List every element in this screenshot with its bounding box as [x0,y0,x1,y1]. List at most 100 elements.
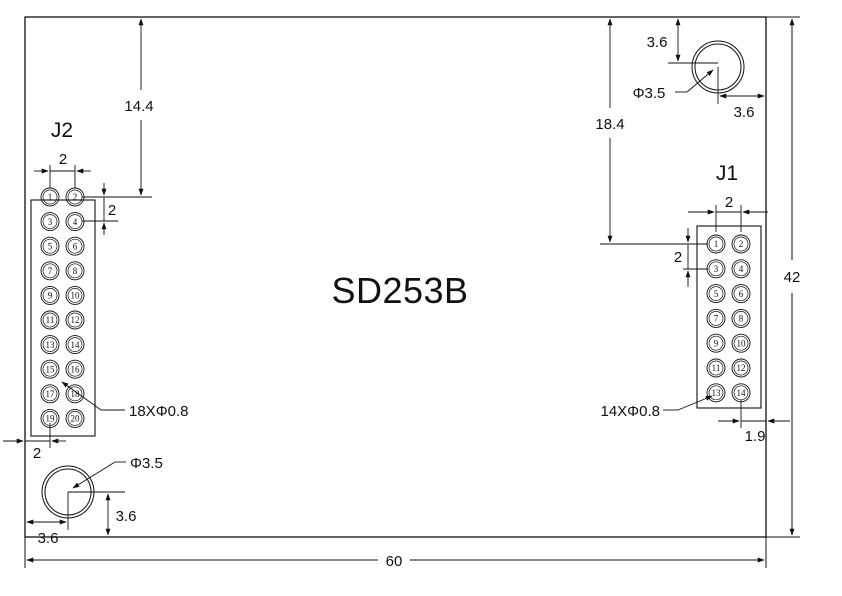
j1-pin-2: 2 [731,234,751,254]
j2-pin-2: 2 [65,187,85,207]
j2-pin-13: 13 [40,335,60,355]
j1-pin-label: 11 [712,363,721,373]
j2-pin-label: 11 [46,315,55,325]
top-right-hole-right-offset-label: 3.6 [734,104,755,121]
j2-pin-label: 4 [73,217,78,227]
j1-hole-leader [663,395,713,411]
j2-pin-label: 13 [46,340,56,350]
j2-pin-1: 1 [40,187,60,207]
bottom-left-hole-left-offset-label: 3.6 [38,530,59,547]
j1-pin-6: 6 [731,284,751,304]
j1-pin-label: 12 [737,363,746,373]
j2-pin-12: 12 [65,310,85,330]
j2-pitch-label: 2 [59,151,67,168]
j2-pin-label: 17 [46,389,56,399]
j1-pitch-label: 2 [725,194,733,211]
j1-label: J1 [716,162,738,185]
j1-pin-10: 10 [731,333,751,353]
width-dimension [24,537,767,568]
j1-housing [696,225,762,409]
j2-pin-label: 1 [48,192,53,202]
j1-pin-14: 14 [731,383,751,403]
j1-pin-11: 11 [706,358,726,378]
height-dimension [766,16,800,538]
j2-pin-11: 11 [40,310,60,330]
j1-row-pitch-label: 2 [674,249,682,266]
j1-right-offset-label: 1.9 [745,428,766,445]
j2-edge-offset-label: 2 [33,445,41,462]
j2-pin-label: 16 [71,364,81,374]
j2-pin-7: 7 [40,261,60,281]
j1-row-pitch-dimension [683,228,708,287]
j2-edge-offset-dimension [3,423,66,448]
j1-pin-3: 3 [706,259,726,279]
j2-pin-label: 7 [48,266,53,276]
j1-top-offset-label: 18.4 [595,116,624,133]
j1-pin-label: 5 [714,289,719,299]
j1-pin-label: 2 [739,239,744,249]
j2-pin-3: 3 [40,212,60,232]
j2-pin-label: 9 [48,291,53,301]
j2-row-pitch-label: 2 [108,202,116,219]
j2-pin-6: 6 [65,236,85,256]
j1-pin-12: 12 [731,358,751,378]
j1-pin-9: 9 [706,333,726,353]
j2-pin-8: 8 [65,261,85,281]
j1-pin-label: 10 [737,338,747,348]
j1-pin-label: 8 [739,314,744,324]
j2-pin-4: 4 [65,212,85,232]
top-right-hole-diameter-label: Φ3.5 [633,85,666,102]
j2-top-offset-label: 14.4 [124,98,153,115]
bottom-left-hole-diameter-label: Φ3.5 [130,455,163,472]
j2-pin-label: 8 [73,266,78,276]
top-right-hole-dimensions [668,18,765,104]
j2-pin-label: 12 [71,315,80,325]
j2-pin-label: 5 [48,241,53,251]
j2-pin-10: 10 [65,285,85,305]
j1-pin-7: 7 [706,308,726,328]
j2-hole-leader [61,381,125,411]
j1-pin-13: 13 [706,383,726,403]
j2-pin-label: 15 [46,364,56,374]
bottom-left-hole-bottom-offset-label: 3.6 [116,508,137,525]
j1-pin-label: 3 [714,264,719,274]
board-outline [24,16,767,538]
j1-pin-label: 4 [739,264,744,274]
j2-pin-17: 17 [40,384,60,404]
top-right-hole-top-offset-label: 3.6 [647,34,668,51]
board-title: SD253B [331,270,468,311]
bottom-left-hole-dimensions [26,461,126,536]
j1-pin-4: 4 [731,259,751,279]
j2-pin-label: 6 [73,241,78,251]
j1-pin-label: 14 [737,388,747,398]
j1-pin-label: 6 [739,289,744,299]
j1-hole-note: 14XΦ0.8 [600,403,660,420]
j2-pin-20: 20 [65,408,85,428]
j1-pin-label: 7 [714,314,719,324]
height-label: 42 [784,269,801,286]
j2-pin-9: 9 [40,285,60,305]
j2-pin-label: 18 [71,389,81,399]
j2-pitch-dimension [34,165,91,188]
width-label: 60 [386,553,403,570]
j1-pin-label: 13 [712,388,722,398]
j2-hole-note: 18XΦ0.8 [129,403,189,420]
j1-pin-label: 1 [714,239,719,249]
j2-pin-label: 3 [48,217,53,227]
j1-right-offset-dimension [718,400,790,428]
j1-pin-8: 8 [731,308,751,328]
j2-pin-14: 14 [65,335,85,355]
j1-top-offset-dimension [600,18,708,245]
j2-pin-label: 19 [46,414,56,424]
j2-pin-18: 18 [65,384,85,404]
j2-pin-label: 10 [71,291,81,301]
j2-pin-label: 14 [71,340,81,350]
j2-top-offset-dimension [82,18,152,198]
j1-pin-5: 5 [706,284,726,304]
j2-pin-16: 16 [65,359,85,379]
j1-pitch-dimension [688,205,768,232]
j2-label: J2 [51,119,73,142]
